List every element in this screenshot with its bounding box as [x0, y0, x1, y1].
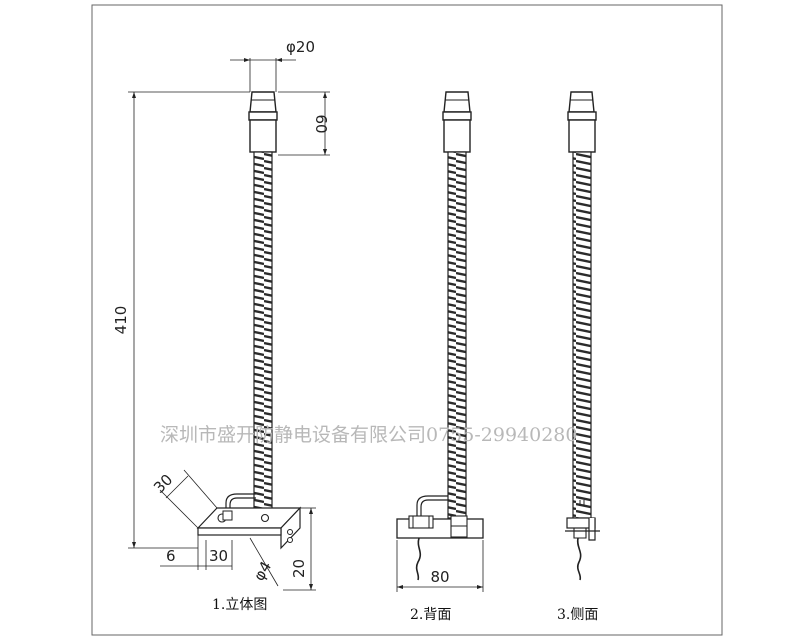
back-nozzle-tip [443, 91, 471, 113]
back-nozzle-nut [442, 111, 472, 121]
dim-base-offset: 6 [166, 547, 176, 565]
iso-inlet-pipe [229, 497, 256, 518]
iso-bracket-side [280, 506, 301, 550]
back-inlet-pipe [420, 499, 448, 516]
dim-nozzle-length: 60 [312, 114, 330, 133]
iso-bracket-hole [260, 513, 270, 523]
back-nozzle-body [443, 119, 471, 153]
back-ground-wire [415, 537, 422, 581]
back-view: 80 2.背面 [396, 91, 484, 623]
side-nozzle-tip [568, 91, 595, 113]
side-bracket [588, 518, 596, 541]
dim-base-width: 30 [209, 547, 228, 565]
iso-view: φ20 60 410 30 6 30 φ4 20 1.立体图 [112, 38, 330, 613]
dim-diameter: φ20 [286, 38, 315, 56]
iso-bracket-edge [197, 527, 282, 536]
watermark-text: 深圳市盛开防静电设备有限公司0755-29940280 [160, 424, 577, 446]
side-nozzle-body [568, 119, 596, 153]
side-flex-hose [572, 151, 592, 519]
caption-side-view: 3.侧面 [557, 607, 598, 623]
iso-nozzle-nut [248, 111, 278, 121]
iso-nozzle-body [249, 119, 277, 153]
dim-back-width: 80 [430, 568, 449, 586]
dim-hole-diameter: φ4 [250, 558, 275, 584]
drawing-frame [91, 4, 723, 636]
dim-bracket-angle-length: 30 [150, 471, 176, 497]
back-nut [408, 515, 434, 529]
side-ground-wire [576, 537, 582, 581]
dim-bracket-height: 20 [290, 559, 308, 578]
side-nozzle-nut [567, 111, 597, 121]
side-view: 3.侧面 [557, 91, 600, 623]
iso-nozzle-tip [249, 91, 277, 113]
caption-back-view: 2.背面 [410, 607, 451, 623]
iso-flex-hose [253, 151, 273, 523]
dim-total-length: 410 [112, 306, 130, 335]
caption-iso-view: 1.立体图 [212, 597, 267, 613]
back-flex-hose [447, 151, 467, 519]
